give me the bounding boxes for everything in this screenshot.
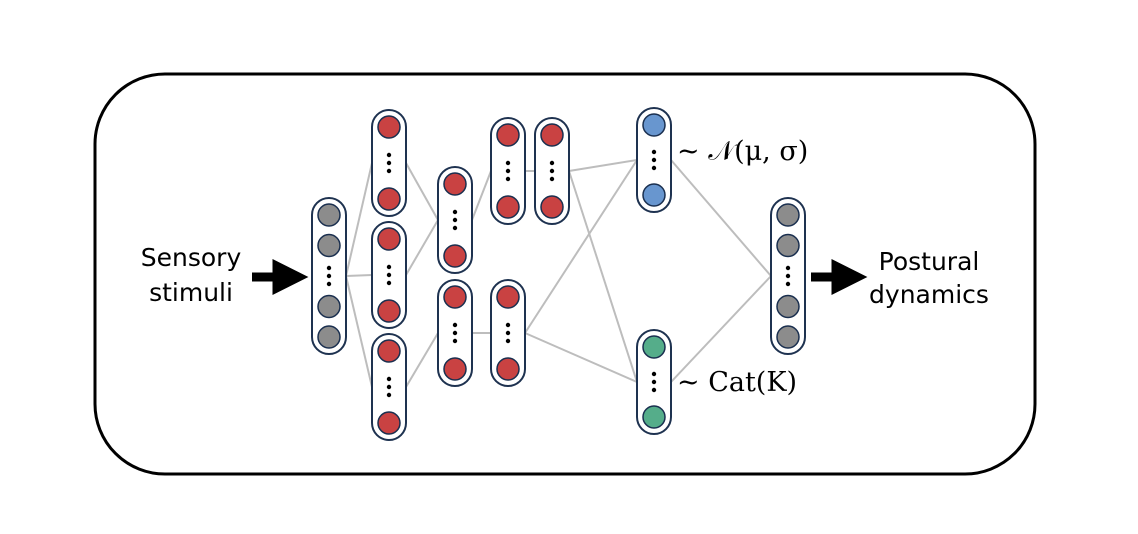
ellipsis-dot xyxy=(549,176,555,182)
ellipsis-dot xyxy=(452,322,458,328)
ellipsis-dot xyxy=(386,384,392,390)
categorical-distribution-label: ~ Cat(K) xyxy=(677,367,797,398)
ellipsis-dot xyxy=(452,217,458,223)
ellipsis-dot xyxy=(505,160,511,166)
categorical-node xyxy=(642,335,666,359)
edge-hidden-layer-3-bottom-to-categorical-latent-layer xyxy=(524,332,638,383)
connection-edges xyxy=(345,159,772,388)
edge-gaussian-latent-layer-to-output-layer xyxy=(670,159,772,277)
ellipsis-dot xyxy=(452,338,458,344)
hidden-layer-3b-top xyxy=(534,117,570,225)
ellipsis-dot xyxy=(505,176,511,182)
diagram-frame xyxy=(93,72,1037,476)
edge-hidden-layer-3b-top-to-gaussian-latent-layer xyxy=(568,159,638,172)
hidden-node xyxy=(377,187,401,211)
hidden-node xyxy=(443,285,467,309)
ellipsis-dot xyxy=(549,168,555,174)
input-layer xyxy=(311,197,347,355)
hidden-layer-1-mid xyxy=(371,221,407,329)
gaussian-node xyxy=(642,183,666,207)
input-label-line-1: Sensory xyxy=(141,243,242,272)
hidden-layer-2-top xyxy=(437,166,473,274)
ellipsis-dot xyxy=(386,280,392,286)
ellipsis-dot xyxy=(785,281,791,287)
hidden-node xyxy=(377,299,401,323)
ellipsis-dot xyxy=(452,330,458,336)
ellipsis-dot xyxy=(785,265,791,271)
ellipsis-dot xyxy=(785,273,791,279)
input-node xyxy=(317,294,341,319)
edge-input-layer-to-hidden-layer-1-top xyxy=(345,162,373,277)
hidden-layer-1-bottom xyxy=(371,333,407,441)
hidden-layer-2-bottom xyxy=(437,279,473,387)
hidden-node xyxy=(377,411,401,435)
ellipsis-dot xyxy=(326,281,332,287)
hidden-node xyxy=(496,123,520,147)
output-node xyxy=(776,203,800,227)
hidden-node xyxy=(443,357,467,381)
ellipsis-dot xyxy=(651,157,657,163)
layer-columns xyxy=(311,107,806,441)
ellipsis-dot xyxy=(326,265,332,271)
ellipsis-dot xyxy=(505,168,511,174)
ellipsis-dot xyxy=(386,160,392,166)
hidden-node xyxy=(377,227,401,251)
hidden-node xyxy=(377,115,401,139)
output-node xyxy=(776,233,800,258)
ellipsis-dot xyxy=(452,225,458,231)
ellipsis-dot xyxy=(651,371,657,377)
hidden-node xyxy=(443,172,467,196)
edge-hidden-layer-1-top-to-hidden-layer-2-top xyxy=(405,162,439,221)
edge-hidden-layer-3-bottom-to-gaussian-latent-layer xyxy=(524,159,638,334)
output-node xyxy=(776,294,800,319)
edge-hidden-layer-2-top-to-hidden-layer-3a-top xyxy=(471,170,492,221)
ellipsis-dot xyxy=(386,168,392,174)
ellipsis-dot xyxy=(386,264,392,270)
input-label-line-2: stimuli xyxy=(149,278,233,307)
ellipsis-dot xyxy=(549,160,555,166)
output-label-line-1: Postural xyxy=(879,247,980,276)
gaussian-distribution-label: ~ 𝒩(μ, σ) xyxy=(677,136,808,167)
ellipsis-dot xyxy=(651,165,657,171)
hidden-node xyxy=(496,195,520,219)
edge-hidden-layer-1-mid-to-hidden-layer-2-top xyxy=(405,219,439,276)
ellipsis-dot xyxy=(651,379,657,385)
input-node xyxy=(317,233,341,258)
output-layer xyxy=(770,197,806,355)
hidden-node xyxy=(496,285,520,309)
hidden-node xyxy=(377,339,401,363)
output-label-line-2: dynamics xyxy=(869,280,989,309)
input-node xyxy=(317,203,341,227)
hidden-node xyxy=(496,357,520,381)
hidden-layer-3-bottom xyxy=(490,279,526,387)
ellipsis-dot xyxy=(326,273,332,279)
gaussian-node xyxy=(642,113,666,137)
edge-hidden-layer-1-bottom-to-hidden-layer-2-bottom xyxy=(405,332,439,388)
ellipsis-dot xyxy=(505,330,511,336)
ellipsis-dot xyxy=(505,322,511,328)
ellipsis-dot xyxy=(386,272,392,278)
hidden-node xyxy=(540,195,564,219)
gaussian-latent-layer xyxy=(636,107,672,213)
hidden-layer-3a-top xyxy=(490,117,526,225)
hidden-node xyxy=(443,244,467,268)
ellipsis-dot xyxy=(505,338,511,344)
ellipsis-dot xyxy=(651,387,657,393)
edge-categorical-latent-layer-to-output-layer xyxy=(670,275,772,383)
ellipsis-dot xyxy=(452,209,458,215)
input-node xyxy=(317,325,341,349)
hidden-node xyxy=(540,123,564,147)
categorical-latent-layer xyxy=(636,329,672,435)
edge-input-layer-to-hidden-layer-1-mid xyxy=(345,274,373,277)
output-node xyxy=(776,325,800,349)
edge-hidden-layer-3b-top-to-categorical-latent-layer xyxy=(568,170,638,383)
ellipsis-dot xyxy=(386,152,392,158)
ellipsis-dot xyxy=(651,149,657,155)
ellipsis-dot xyxy=(386,376,392,382)
edge-input-layer-to-hidden-layer-1-bottom xyxy=(345,275,373,388)
ellipsis-dot xyxy=(386,392,392,398)
categorical-node xyxy=(642,405,666,429)
hidden-layer-1-top xyxy=(371,109,407,217)
